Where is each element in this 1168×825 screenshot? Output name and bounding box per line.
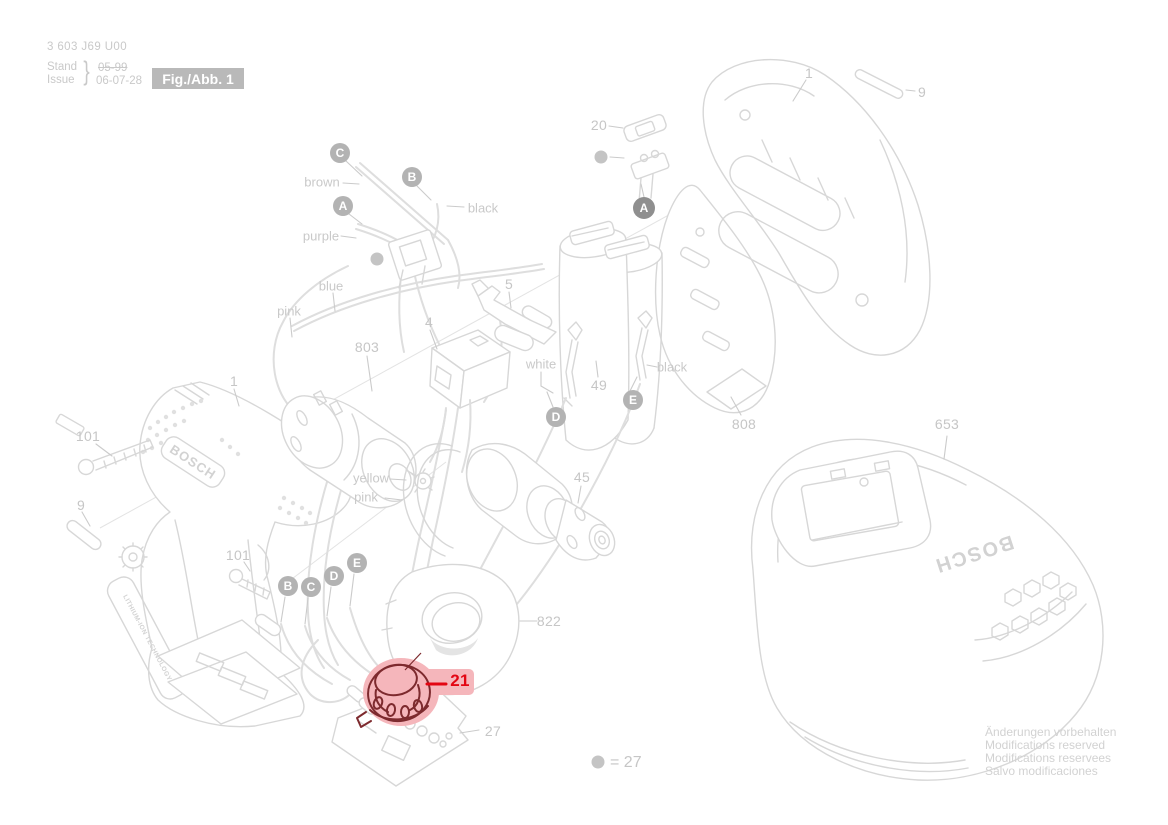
part-label-1-left: 1: [229, 373, 239, 389]
part-label-45: 45: [573, 469, 591, 485]
part-label-653: 653: [934, 416, 960, 432]
connector-badge-e-battery: E: [623, 390, 643, 410]
part-label-49: 49: [590, 377, 608, 393]
part-label-21-highlighted: 21: [450, 671, 470, 690]
footer-note-fr: Modifications reservees: [985, 751, 1112, 765]
bullet-marker-switch: [594, 150, 608, 164]
part-label-101-lower: 101: [225, 547, 251, 563]
wire-label-black-top: black: [467, 200, 499, 216]
wire-label-yellow: yellow: [352, 470, 390, 486]
part-label-1-top: 1: [804, 65, 814, 81]
button-20-drawing: [623, 114, 667, 142]
part-label-5: 5: [504, 276, 514, 292]
screw-101-lower-drawing: [228, 568, 271, 600]
wire-label-pink-bottom: pink: [354, 489, 378, 505]
screw-101-upper-drawing: [77, 439, 154, 476]
charger-dimples: [991, 571, 1077, 641]
motor-drawing: [280, 390, 435, 509]
part-label-822: 822: [536, 613, 562, 629]
lever-drawing: [471, 279, 557, 352]
connector-badge-e-pcb: E: [347, 553, 367, 573]
part-label-9-left: 9: [76, 497, 86, 513]
revision-issue-label: Issue: [47, 74, 75, 86]
footer-note-en: Modifications reserved: [985, 738, 1106, 752]
housing-shell-drawing: [654, 58, 931, 414]
battery-terminal-black-drawing: [635, 310, 653, 381]
doc-number: 3 603 J69 U00: [47, 41, 128, 53]
wire-label-blue: blue: [318, 278, 344, 294]
figure-badge: Fig./Abb. 1: [152, 68, 244, 89]
drill-body-drawing: BOSCH LITHIUM-ION TECHNOLOGY: [55, 381, 353, 728]
connector-badge-d-pcb: D: [324, 566, 344, 586]
part-label-20: 20: [590, 117, 608, 133]
revision-date: 06-07-28: [96, 75, 143, 87]
connector-badge-c-pcb: C: [301, 577, 321, 597]
revision-old-date: 05-99: [98, 62, 128, 74]
legend-bullet-icon: [591, 755, 605, 769]
revision-brace: }: [83, 56, 90, 86]
mount-ring-drawing: [381, 563, 520, 699]
part-label-27: 27: [484, 723, 502, 739]
pin-9-left-drawing: [66, 519, 102, 551]
chuck-drawing: [402, 442, 616, 561]
connector-badge-c-top: C: [330, 143, 350, 163]
part-label-4: 4: [424, 314, 434, 330]
spindle-emblem: [118, 542, 148, 572]
battery-pack-drawing: [521, 220, 663, 451]
leader-lines: [81, 79, 948, 734]
connector-badge-b-top: B: [402, 167, 422, 187]
charger-base-drawing: BOSCH: [750, 438, 1104, 781]
footer-note-de: Änderungen vorbehalten: [985, 725, 1117, 739]
battery-terminal-white-drawing: [563, 321, 583, 407]
connector-badge-a-switch: A: [633, 197, 655, 219]
knob-highlight-drawing: [356, 652, 474, 728]
switch-insert-drawing: [630, 149, 670, 203]
wire-label-pink-top: pink: [277, 303, 301, 319]
footer-note-es: Salvo modificaciones: [985, 764, 1098, 778]
connector-plate-drawing: [387, 229, 443, 289]
pin-9-top-drawing: [854, 69, 904, 99]
part-label-808: 808: [731, 416, 757, 432]
connector-badge-a-top: A: [333, 196, 353, 216]
part-label-9-top: 9: [917, 84, 927, 100]
part-label-803: 803: [354, 339, 380, 355]
part-label-101-upper: 101: [75, 428, 101, 444]
footer-notes: Änderungen vorbehalten Modifications res…: [985, 726, 1116, 778]
legend-text: = 27: [610, 754, 642, 771]
wire-label-brown: brown: [304, 174, 340, 190]
wire-label-black-battery: black: [656, 359, 688, 375]
wire-label-white: white: [525, 356, 557, 372]
switch-drawing: [429, 329, 511, 473]
wire-label-purple: purple: [302, 228, 340, 244]
connector-badge-d-battery: D: [546, 407, 566, 427]
bullet-marker-connector: [370, 252, 384, 266]
connector-badge-b-pcb: B: [278, 576, 298, 596]
revision-stand-label: Stand: [47, 61, 78, 73]
sticker-808-drawing: [706, 368, 767, 410]
